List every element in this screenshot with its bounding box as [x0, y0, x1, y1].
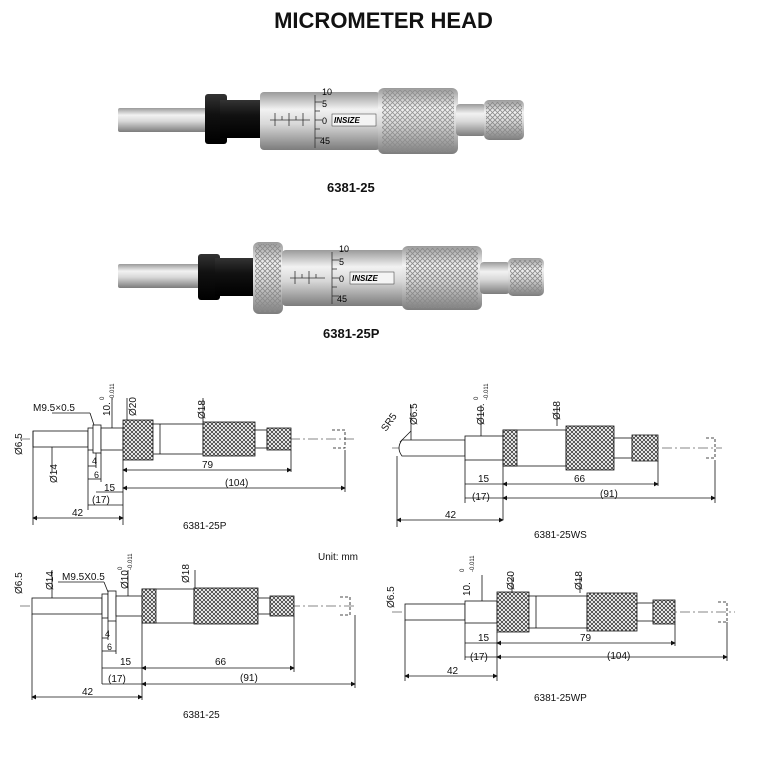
d1-len-104: (104) — [225, 478, 248, 489]
photo2-caption: 6381-25P — [323, 326, 380, 341]
d2-caption: 6381-25WS — [534, 530, 587, 541]
d3-stem-tol-bottom: -0.011 — [128, 553, 134, 570]
d3-len-4: 4 — [105, 629, 110, 639]
d4-barrel-diameter: Ø18 — [574, 571, 585, 590]
d4-spindle-diameter: Ø6.5 — [386, 586, 397, 608]
d2-len-17: (17) — [472, 492, 490, 503]
d3-nut-diameter: Ø14 — [45, 571, 56, 590]
d1-len-6: 6 — [94, 470, 99, 480]
d1-stem-tol-bottom: -0.011 — [110, 383, 116, 400]
d3-len-6: 6 — [107, 642, 112, 652]
photo1-scale-bottom: 45 — [320, 136, 330, 146]
d3-len-66: 66 — [215, 657, 227, 668]
d3-caption: 6381-25 — [183, 710, 220, 721]
d1-stem-tol-top: 0 — [100, 396, 106, 400]
d3-stem-diameter: Ø10 — [120, 570, 131, 589]
d2-len-91: (91) — [600, 489, 618, 500]
d2-len-42: 42 — [445, 510, 457, 521]
drawing-6381-25WP — [392, 575, 735, 681]
page-title: MICROMETER HEAD — [274, 8, 493, 33]
d3-len-15: 15 — [120, 657, 132, 668]
d4-stem-tol-top: 0 — [460, 568, 466, 572]
photo1-caption: 6381-25 — [327, 180, 375, 195]
unit-note: Unit: mm — [318, 552, 358, 563]
d3-len-91: (91) — [240, 673, 258, 684]
d2-barrel-diameter: Ø18 — [552, 401, 563, 420]
photo1-scale-top: 10 — [322, 87, 332, 97]
d3-barrel-diameter: Ø18 — [181, 564, 192, 583]
d4-len-104: (104) — [607, 651, 630, 662]
d2-spindle-diameter: Ø6.5 — [409, 403, 420, 425]
d1-len-17: (17) — [92, 495, 110, 506]
d3-stem-tol-top: 0 — [118, 566, 124, 570]
d3-len-17: (17) — [108, 674, 126, 685]
d4-stem-tol-bottom: -0.011 — [470, 555, 476, 572]
d4-len-17: (17) — [470, 652, 488, 663]
d3-thread: M9.5X0.5 — [62, 572, 105, 583]
photo2-scale-top: 10 — [339, 244, 349, 254]
micrometer-photo-6381-25P: 10 5 0 45 INSIZE — [118, 242, 544, 314]
d3-len-42: 42 — [82, 687, 94, 698]
d1-len-79: 79 — [202, 460, 214, 471]
photo1-brand-logo: INSIZE — [334, 116, 360, 125]
d4-stem-diameter: 10. — [462, 582, 473, 596]
d2-stem-diameter: Ø10. — [476, 403, 487, 425]
d1-thread: M9.5×0.5 — [33, 403, 75, 414]
d1-thimble-diameter: Ø20 — [128, 397, 139, 416]
d2-len-15: 15 — [478, 474, 490, 485]
drawing-6381-25WS — [392, 405, 722, 527]
photo1-scale-mid: 5 — [322, 99, 327, 109]
d1-nut-diameter: Ø14 — [49, 464, 60, 483]
d2-len-66: 66 — [574, 474, 586, 485]
d4-thimble-diameter: Ø20 — [506, 571, 517, 590]
photo2-scale-bottom: 45 — [337, 294, 347, 304]
d4-len-79: 79 — [580, 633, 592, 644]
d1-len-15: 15 — [104, 483, 116, 494]
photo1-scale-zero: 0 — [322, 116, 327, 126]
d4-len-42: 42 — [447, 666, 459, 677]
d4-len-15: 15 — [478, 633, 490, 644]
photo2-scale-mid: 5 — [339, 257, 344, 267]
d2-radius: SR5 — [379, 411, 399, 434]
micrometer-photo-6381-25: 10 5 0 45 INSIZE — [118, 87, 524, 154]
drawing-6381-25P — [20, 398, 355, 525]
d1-len-4: 4 — [92, 456, 97, 466]
d1-stem-diameter: 10. — [102, 402, 113, 416]
photo2-brand-logo: INSIZE — [352, 274, 378, 283]
d4-caption: 6381-25WP — [534, 693, 587, 704]
photo2-scale-zero: 0 — [339, 274, 344, 284]
d1-spindle-diameter: Ø6.5 — [14, 433, 25, 455]
d1-barrel-diameter: Ø18 — [197, 400, 208, 419]
d2-stem-tol-top: 0 — [474, 396, 480, 400]
d1-caption: 6381-25P — [183, 521, 227, 532]
d1-len-42: 42 — [72, 508, 84, 519]
d2-stem-tol-bottom: -0.011 — [484, 383, 490, 400]
drawing-6381-25 — [20, 570, 356, 700]
d3-spindle-diameter: Ø6.5 — [14, 572, 25, 594]
